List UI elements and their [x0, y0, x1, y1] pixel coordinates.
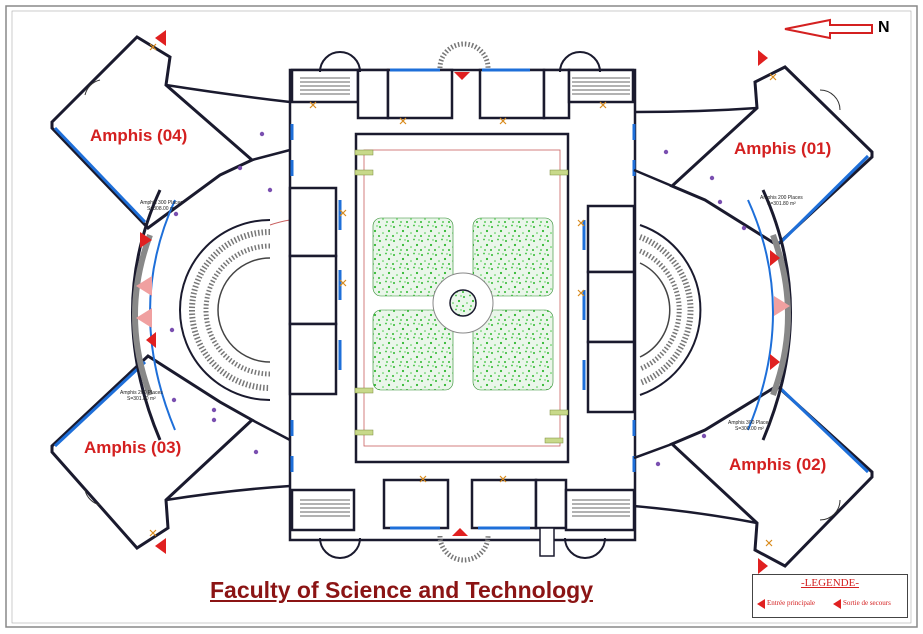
amphi-04-label: Amphis (04): [90, 126, 188, 145]
emergency-exit-arrow-icon: [833, 599, 841, 609]
legend-title: -LEGENDE-: [800, 577, 860, 589]
west-rooms: [288, 186, 338, 396]
lawn-nw: [372, 217, 454, 297]
north-label: N: [878, 19, 890, 36]
legend-item-main-entrance: Entrée principale: [767, 599, 816, 607]
lawn-sw: [372, 309, 454, 391]
amphi-02-label: Amphis (02): [729, 455, 827, 474]
north-arrow: [784, 18, 873, 40]
east-rooms: [586, 204, 636, 414]
drawing-frame: [5, 5, 918, 628]
main-entrances: [136, 276, 790, 328]
drawing-title: Faculty of Science and Technology: [210, 577, 593, 603]
north-entrance-porch: [437, 41, 491, 69]
lawn-se: [472, 309, 554, 391]
emergency-exits: [140, 30, 780, 574]
amphi-01-label: Amphis (01): [734, 139, 832, 158]
main-entrance-arrow-icon: [757, 599, 765, 609]
left-amphitheatre: [179, 219, 291, 401]
legend-item-emergency-exit: Sortie de secours: [843, 599, 891, 607]
legend: -LEGENDE- Entrée principale Sortie de se…: [752, 574, 908, 618]
lawn-ne: [472, 217, 554, 297]
drawing-frame-inner: [11, 10, 912, 624]
amphi-03-label: Amphis (03): [84, 438, 182, 457]
courtyard: [354, 132, 570, 464]
south-rooms: [290, 478, 636, 532]
right-amphitheatre: [638, 224, 702, 396]
